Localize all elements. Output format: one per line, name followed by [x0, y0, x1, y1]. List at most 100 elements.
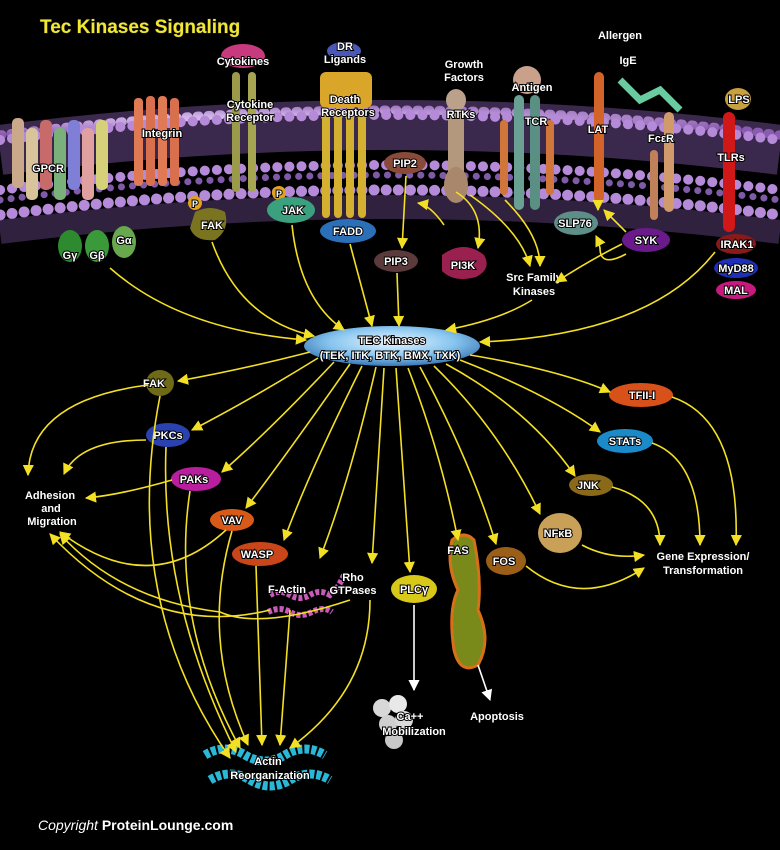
phospho-icon	[272, 186, 286, 200]
f-actin-label: F-Actin	[268, 584, 306, 596]
lat-node	[594, 72, 604, 202]
syk-label: SYK	[635, 235, 658, 247]
integrin-receptor	[134, 96, 179, 186]
g-alpha-label: Gα	[116, 235, 132, 247]
dr-ligands-label-2: Ligands	[324, 54, 366, 66]
growth-factors-label-1: Growth	[445, 59, 484, 71]
irak1-node	[716, 234, 756, 254]
myd88-node	[714, 258, 758, 278]
death-receptors-label-1: Death	[330, 94, 361, 106]
fak-top-node	[190, 208, 227, 241]
antigen-node	[513, 66, 541, 94]
apoptosis-label: Apoptosis	[470, 711, 524, 723]
lps-label: LPS	[728, 94, 749, 106]
gpcr-receptor	[12, 118, 136, 262]
src-kinases-label-2: Kinases	[513, 286, 555, 298]
death-receptors	[320, 72, 372, 218]
pip3-label: PIP3	[384, 256, 408, 268]
input-arrows	[109, 175, 716, 348]
nfkb-node	[538, 513, 582, 553]
phospho-label-2: P	[276, 189, 282, 199]
jnk-node	[569, 474, 613, 496]
fos-node	[486, 547, 526, 575]
tec-kinases-label-1: TEC Kinases	[358, 335, 425, 347]
growth-factors-label-2: Factors	[444, 72, 484, 84]
fas-label: FAS	[447, 545, 468, 557]
adhesion-label-2: and	[41, 503, 61, 515]
cell-membrane	[0, 100, 780, 244]
vav-node	[210, 509, 254, 531]
pip3-node	[374, 250, 418, 272]
src-kinases-label-1: Src Family	[506, 272, 563, 284]
diagram-title: Tec Kinases Signaling	[40, 17, 240, 38]
antigen-label: Antigen	[512, 82, 553, 94]
rtk-receptor	[444, 89, 468, 203]
ca-label-2: Mobilization	[382, 726, 446, 738]
jak-node	[267, 197, 315, 223]
plcg-node	[391, 575, 437, 603]
g-beta-label: Gβ	[89, 250, 105, 262]
jnk-label: JNK	[577, 480, 599, 492]
actin-label-2: Reorganization	[230, 770, 310, 782]
pi3k-label: PI3K	[451, 260, 476, 272]
cytokines-label: Cytokines	[217, 56, 270, 68]
tcr-receptor	[500, 95, 554, 210]
tcr-label: TCR	[525, 116, 548, 128]
pip2-node	[384, 152, 426, 174]
stats-node	[597, 429, 653, 453]
phospho-icon	[188, 196, 202, 210]
allergen-label: Allergen	[598, 30, 642, 42]
paks-node	[171, 467, 221, 491]
cytokine-receptor-label-2: Receptor	[226, 112, 274, 124]
fak-mid-node	[146, 370, 174, 396]
stats-label: STATs	[609, 436, 641, 448]
tfii-node	[609, 383, 673, 407]
irak1-label: IRAK1	[720, 239, 753, 251]
dr-ligands-node	[327, 42, 361, 60]
gpcr-label: GPCR	[32, 163, 64, 175]
g-gamma-label: Gγ	[63, 250, 79, 262]
fak-mid-label: FAK	[143, 378, 165, 390]
fas-node	[448, 533, 487, 670]
jak-label: JAK	[282, 205, 304, 217]
fos-label: FOS	[493, 556, 516, 568]
fak-top-label: FAK	[201, 220, 223, 232]
plcg-label: PLCγ	[400, 584, 429, 596]
cytokines-node	[221, 44, 265, 68]
cytokine-receptor-label-1: Cytokine	[227, 99, 273, 111]
mal-label: MAL	[724, 285, 748, 297]
copyright-site: ProteinLounge.com	[102, 817, 233, 833]
syk-node	[622, 228, 670, 252]
ige-label: IgE	[619, 55, 636, 67]
dr-ligands-label-1: DR	[337, 41, 353, 53]
fadd-node	[320, 219, 376, 243]
fadd-label: FADD	[333, 226, 363, 238]
pkcs-label: PKCs	[153, 430, 182, 442]
death-receptors-label-2: Receptors	[321, 107, 375, 119]
integrin-label: Integrin	[142, 128, 183, 140]
pip2-label: PIP2	[393, 158, 417, 170]
gene-expression-label-1: Gene Expression/	[657, 551, 750, 563]
tec-kinases-node	[304, 326, 480, 366]
tlrs-label: TLRs	[717, 152, 745, 164]
copyright-prefix: Copyright	[38, 817, 102, 833]
myd88-label: MyD88	[718, 263, 753, 275]
ca-mobilization-icon	[373, 695, 413, 749]
adhesion-label-1: Adhesion	[25, 490, 75, 502]
slp76-label: SLP76	[558, 218, 592, 230]
pi3k-node	[442, 247, 487, 279]
phospho-label-1: P	[192, 199, 198, 209]
actin-label-1: Actin	[254, 756, 282, 768]
paks-label: PAKs	[180, 474, 209, 486]
slp76-node	[554, 211, 598, 235]
cytokine-receptor	[232, 72, 256, 192]
lps-node	[725, 88, 751, 110]
wasp-label: WASP	[241, 549, 273, 561]
adhesion-label-3: Migration	[27, 516, 77, 528]
vav-label: VAV	[222, 515, 244, 527]
nfkb-label: NFκB	[544, 528, 573, 540]
lat-label: LAT	[588, 124, 609, 136]
wasp-node	[232, 542, 288, 566]
fcer-receptor	[617, 77, 683, 220]
